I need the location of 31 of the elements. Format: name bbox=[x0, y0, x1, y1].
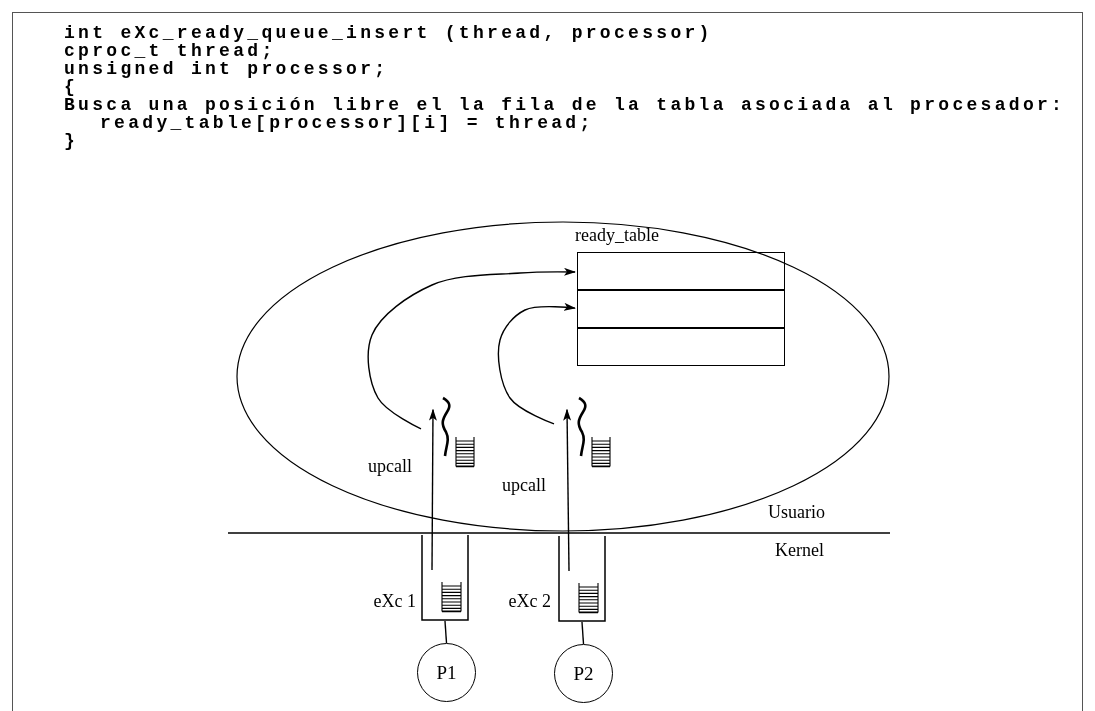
processor-label: P2 bbox=[572, 663, 595, 684]
code-line: Busca una posición libre el la fila de la tabla asociada al procesador: bbox=[64, 96, 1066, 114]
arrow bbox=[497, 302, 576, 425]
container-label: eXc 2 bbox=[507, 591, 551, 611]
table-row bbox=[577, 290, 785, 329]
code-line: unsigned int processor; bbox=[64, 60, 389, 78]
queue-container bbox=[421, 535, 469, 621]
processor-label: P1 bbox=[435, 662, 458, 683]
connector-line bbox=[581, 621, 585, 645]
region-label: Kernel bbox=[775, 540, 824, 560]
arrow bbox=[563, 408, 572, 572]
code-line: cproc_t thread; bbox=[64, 42, 276, 60]
table-row bbox=[577, 252, 785, 291]
arrow bbox=[367, 267, 576, 430]
region-label: Usuario bbox=[768, 502, 825, 522]
connector-line bbox=[444, 620, 448, 644]
thread-icon bbox=[438, 396, 454, 458]
thread-icon bbox=[574, 396, 590, 458]
queue-container bbox=[558, 536, 606, 622]
container-label: eXc 1 bbox=[372, 591, 416, 611]
table-row bbox=[577, 328, 785, 367]
code-line: } bbox=[64, 132, 79, 150]
ready-table bbox=[575, 227, 787, 368]
arrow bbox=[428, 408, 437, 571]
code-line: int eXc_ready_queue_insert (thread, processor) bbox=[64, 24, 713, 42]
edge-label: upcall bbox=[368, 456, 412, 476]
code-line: ready_table[processor][i] = thread; bbox=[100, 114, 594, 132]
ellipse-region bbox=[236, 221, 890, 532]
table-title: ready_table bbox=[575, 225, 659, 245]
edge-label: upcall bbox=[502, 475, 546, 495]
code-line: { bbox=[64, 78, 79, 96]
